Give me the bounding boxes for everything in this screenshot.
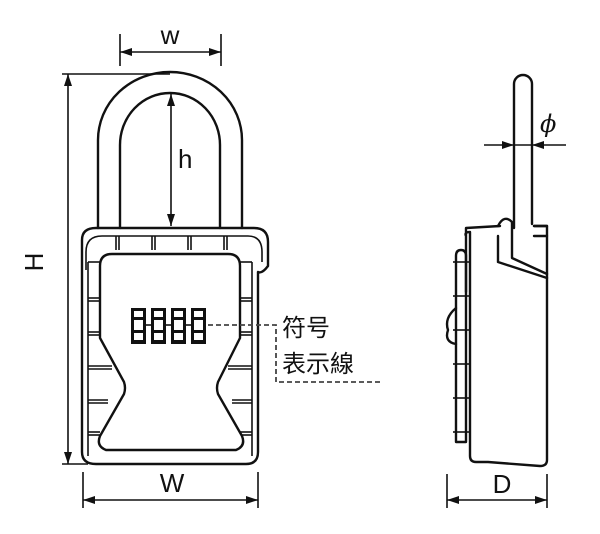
dimension-phi-label: ϕ [540,110,556,138]
combination-dials [131,308,206,344]
dial-4[interactable] [191,308,206,344]
shackle-outer [96,70,244,230]
body-outer [80,226,270,466]
dial-3[interactable] [171,308,186,344]
dimension-w: w [119,20,222,66]
dimension-h: h [167,94,192,226]
top-cap-ribs [115,236,228,250]
side-shackle-rod [512,73,534,230]
dimension-W-label: W [160,468,185,498]
dial-1[interactable] [131,308,146,344]
shackle-inner [118,91,222,230]
front-cover-panel [97,252,245,452]
code-indicator-label-line1: 符号 [282,314,330,342]
front-view: 符号 表示線 [80,70,380,466]
dimension-W: W [82,468,259,508]
dimension-H-label: H [19,253,49,272]
code-indicator-leader [208,324,380,383]
side-hinge [454,248,468,444]
code-indicator-label-line2: 表示線 [282,350,354,378]
side-view [445,73,549,468]
side-rungs [88,261,252,436]
dimension-D-label: D [493,469,512,499]
dimension-H: H [19,73,170,465]
side-dial-knob [445,306,458,346]
dimension-h-label: h [178,144,192,174]
dimension-w-label: w [160,20,180,50]
side-hinge-rings [453,261,469,433]
side-body-outline [464,224,549,468]
top-cap-inner [85,235,263,270]
dimension-D: D [446,469,548,508]
dial-2[interactable] [151,308,166,344]
side-top-cap [496,217,549,280]
dimension-phi: ϕ [484,110,566,149]
